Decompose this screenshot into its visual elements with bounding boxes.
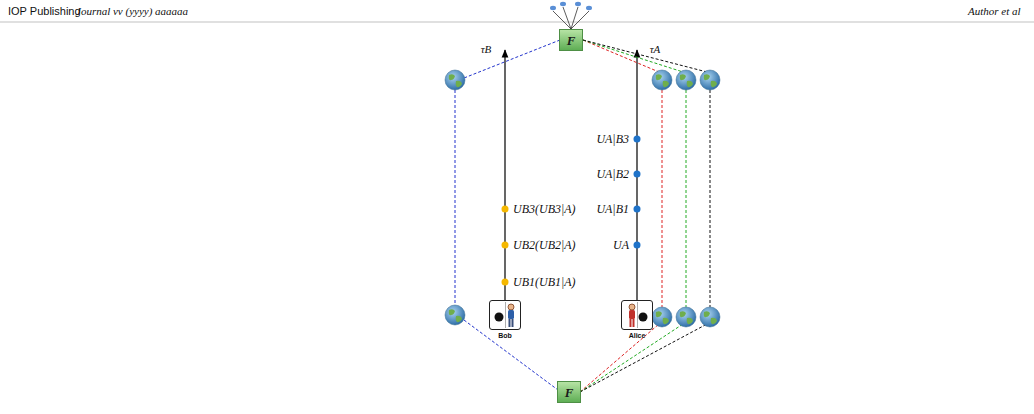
dashed-link [455,90,456,305]
globe-icon [652,307,672,327]
operation-label: UA [613,239,629,251]
header-text: IOP Publishing [8,6,81,17]
time-axis [504,50,505,330]
operation-label: UA|B2 [596,168,629,180]
globe-icon [700,70,720,90]
emission-icon [575,2,581,6]
emission-icon [560,2,566,6]
event-dot [634,171,641,178]
axis-label: τA [650,44,661,55]
dashed-link [580,324,683,392]
event-dot [634,242,641,249]
function-box: F [557,381,581,403]
dashed-link [583,40,683,72]
emission-icon [586,6,592,10]
dashed-link [662,90,663,307]
dashed-link [686,90,687,307]
emission-line [563,7,571,29]
globe-icon [652,70,672,90]
globe-icon [676,70,696,90]
person-figure [490,301,520,329]
dashed-link [464,320,558,390]
party-box: Bob [489,300,521,330]
axis-label: τB [481,44,492,55]
globe-icon [445,70,465,90]
emission-line [571,11,589,29]
operation-label: UB1(UB1|A) [513,276,576,288]
party-box: Alice [621,300,653,330]
globe-icon [676,307,696,327]
event-dot [634,206,641,213]
header-rule [0,22,1034,23]
event-dot [502,206,509,213]
dashed-link [580,324,659,392]
globe-icon [445,305,465,325]
event-dot [502,279,509,286]
time-axis [636,50,637,330]
box-label: F [567,34,576,47]
function-box: F [559,29,583,51]
event-dot [634,136,641,143]
operation-label: UA|B3 [596,133,629,145]
party-name: Bob [498,332,512,339]
globe-icon [700,307,720,327]
emission-icon [550,6,556,10]
party-name: Alice [629,332,646,339]
header-text: Journal vv (yyyy) aaaaaa [76,6,188,17]
person-figure [622,301,652,329]
dashed-link [580,324,707,392]
operation-label: UA|B1 [596,203,629,215]
dashed-link [583,40,659,72]
box-label: F [565,386,574,399]
dashed-link [583,40,707,72]
event-dot [502,242,509,249]
header-text: Author et al [968,6,1021,17]
operation-label: UB3(UB3|A) [513,203,576,215]
emission-line [553,11,571,29]
dashed-link [464,40,560,78]
dashed-link [710,90,711,307]
operation-label: UB2(UB2|A) [513,239,576,251]
